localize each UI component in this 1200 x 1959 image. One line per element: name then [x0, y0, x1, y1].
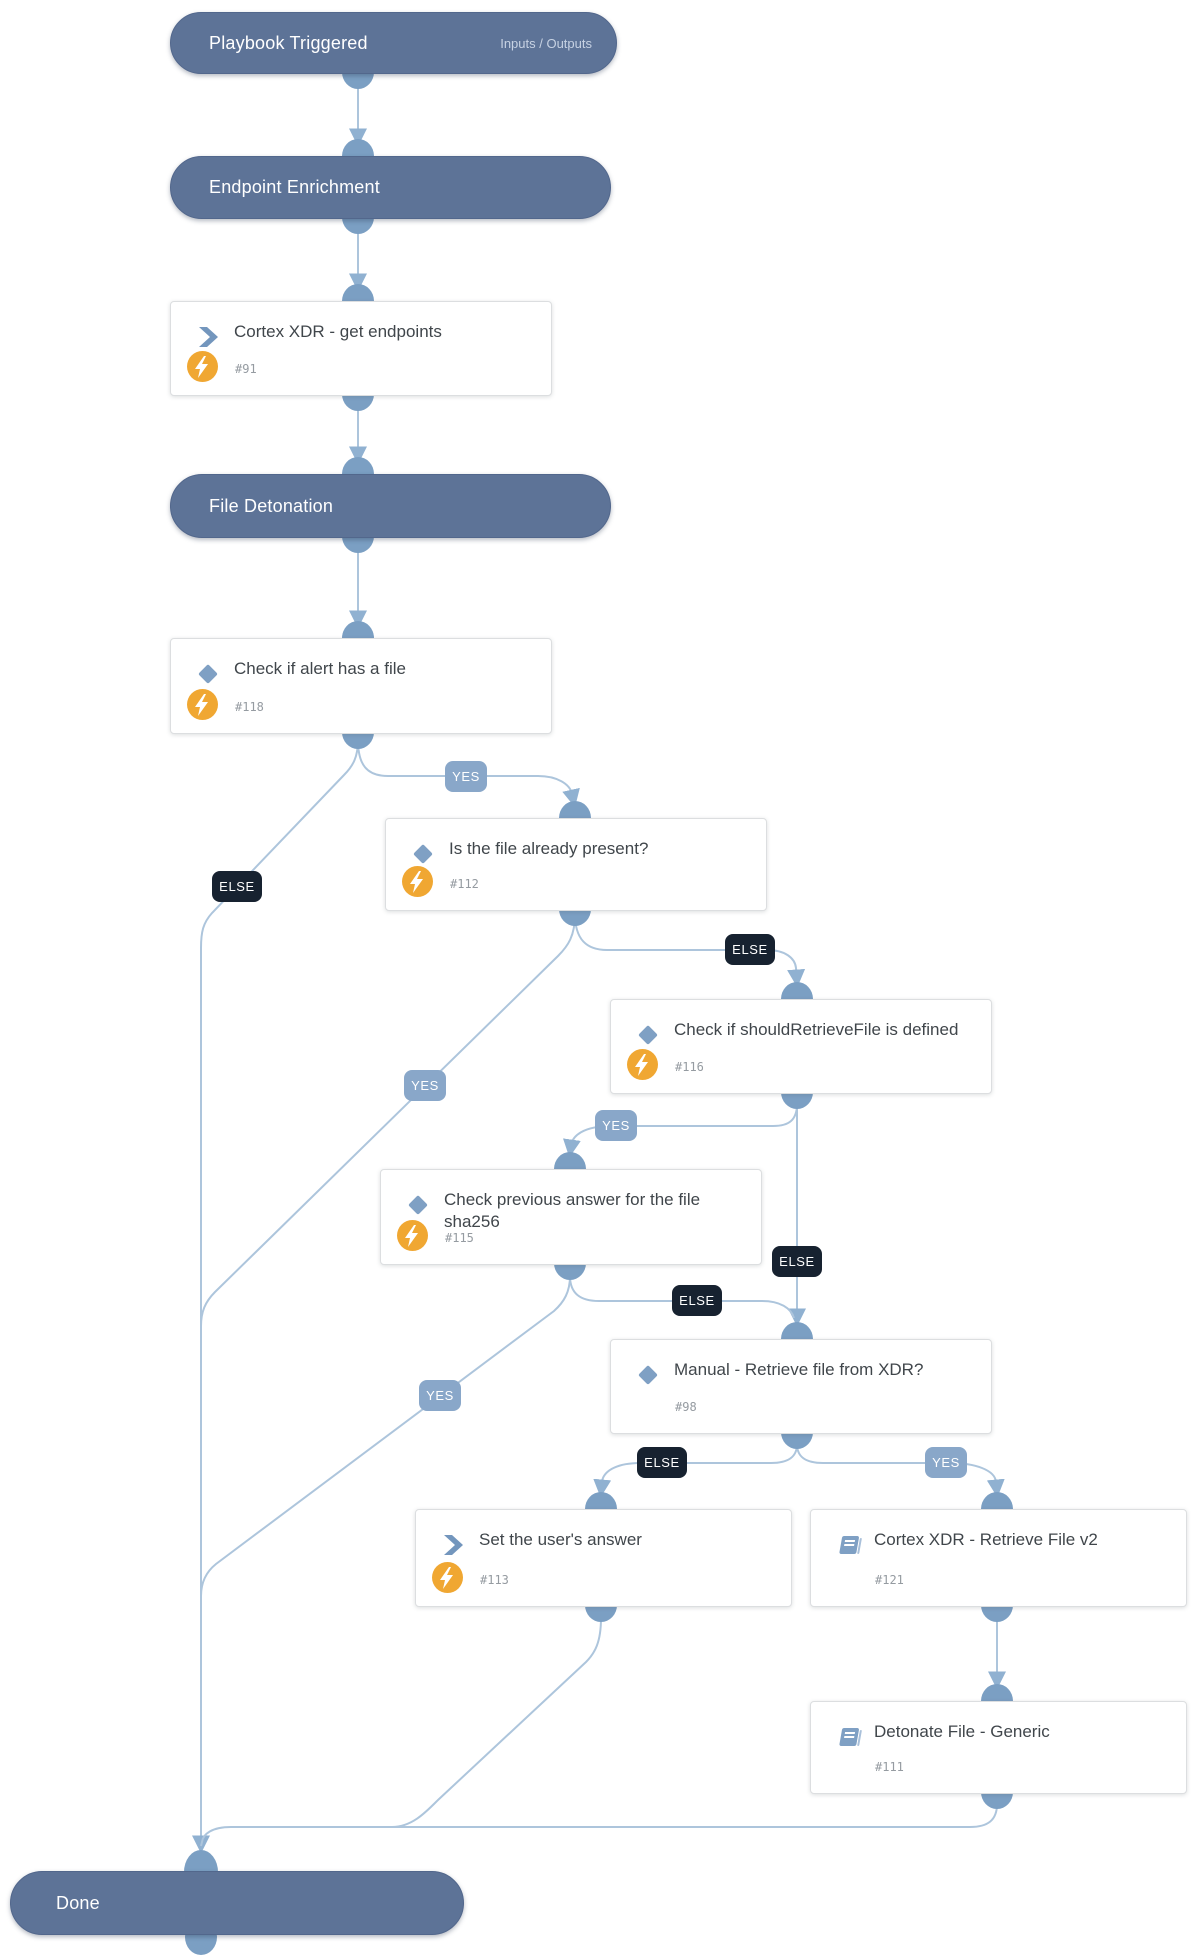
- task-title: Check if alert has a file: [234, 659, 406, 678]
- section-title: File Detonation: [209, 495, 334, 516]
- edge-98-else-to-113: [593, 1443, 798, 1498]
- task-title: Manual - Retrieve file from XDR?: [674, 1360, 924, 1379]
- task-title: Detonate File - Generic: [874, 1722, 1050, 1741]
- section-title: Endpoint Enrichment: [209, 177, 380, 197]
- task-title: Check previous answer for the file sha25…: [444, 1190, 701, 1232]
- edge-118-yes-to-112: [357, 739, 580, 808]
- task-id: #118: [235, 700, 264, 714]
- branch-label-yes-from-98: YES: [925, 1447, 967, 1478]
- task-title: Check if shouldRetrieveFile is defined: [674, 1020, 959, 1039]
- task-title: Cortex XDR - Retrieve File v2: [874, 1530, 1098, 1549]
- section-file-detonation[interactable]: File Detonation: [170, 474, 611, 538]
- task-id: #112: [450, 877, 479, 891]
- diamond-icon: [635, 1022, 661, 1048]
- branch-label-else-from-118: ELSE: [212, 871, 262, 902]
- condition-is-the-file-already-present[interactable]: Is the file already present? #112: [385, 818, 767, 911]
- task-title: Is the file already present?: [449, 839, 649, 858]
- edge-113-out-to-done: [370, 1617, 602, 1828]
- automation-icon: [432, 1562, 463, 1593]
- subplaybook-detonate-file-generic[interactable]: Detonate File - Generic #111: [810, 1701, 1187, 1794]
- task-id: #111: [875, 1760, 904, 1774]
- automation-icon: [397, 1220, 428, 1251]
- task-id: #113: [480, 1573, 509, 1587]
- branch-label-else-from-98: ELSE: [637, 1447, 687, 1478]
- condition-manual-retrieve-file-from-xdr[interactable]: Manual - Retrieve file from XDR? #98: [610, 1339, 992, 1434]
- diamond-icon: [410, 841, 436, 867]
- branch-label-yes-from-112: YES: [404, 1070, 446, 1101]
- task-title: Set the user's answer: [479, 1530, 642, 1549]
- chevron-icon: [440, 1532, 466, 1558]
- section-title: Done: [56, 1892, 100, 1913]
- edge-111-out-to-done: [200, 1803, 998, 1847]
- automation-icon: [402, 866, 433, 897]
- task-id: #116: [675, 1060, 704, 1074]
- section-endpoint-enrichment[interactable]: Endpoint Enrichment: [170, 156, 611, 219]
- edge-112-yes-to-done: [200, 913, 576, 1327]
- condition-check-if-shouldretrievefile-is-defined[interactable]: Check if shouldRetrieveFile is defined #…: [610, 999, 992, 1094]
- diamond-icon: [635, 1362, 661, 1388]
- branch-label-else-from-115: ELSE: [672, 1285, 722, 1316]
- book-icon: [835, 1532, 862, 1558]
- automation-icon: [187, 351, 218, 382]
- section-done[interactable]: Done: [10, 1871, 464, 1935]
- condition-check-if-alert-has-a-file[interactable]: Check if alert has a file #118: [170, 638, 552, 734]
- branch-label-yes-from-118: YES: [445, 761, 487, 792]
- condition-check-previous-answer-for-the-file-sha256[interactable]: Check previous answer for the file sha25…: [380, 1169, 762, 1265]
- branch-label-else-from-112: ELSE: [725, 934, 775, 965]
- automation-icon: [627, 1049, 658, 1080]
- edge-98-yes-to-121: [796, 1443, 1005, 1498]
- branch-label-yes-from-116: YES: [595, 1110, 637, 1141]
- task-title: Cortex XDR - get endpoints: [234, 322, 442, 341]
- diamond-icon: [405, 1192, 431, 1218]
- edge-115-yes-to-done: [200, 1275, 571, 1597]
- diamond-icon: [195, 661, 221, 687]
- branch-label-else-from-116: ELSE: [772, 1246, 822, 1277]
- task-id: #121: [875, 1573, 904, 1587]
- chevron-icon: [195, 324, 221, 350]
- book-icon: [835, 1724, 862, 1750]
- section-playbook-triggered[interactable]: Playbook Triggered Inputs / Outputs: [170, 12, 617, 74]
- edge-118-else-to-done: [192, 739, 359, 1854]
- section-title: Playbook Triggered: [209, 32, 368, 53]
- subplaybook-cortex-xdr-retrieve-file-v2[interactable]: Cortex XDR - Retrieve File v2 #121: [810, 1509, 1187, 1607]
- task-id: #115: [445, 1231, 474, 1245]
- task-id: #98: [675, 1400, 697, 1414]
- task-set-the-users-answer[interactable]: Set the user's answer #113: [415, 1509, 792, 1607]
- task-id: #91: [235, 362, 257, 376]
- inputs-outputs-link[interactable]: Inputs / Outputs: [500, 35, 592, 51]
- automation-icon: [187, 689, 218, 720]
- task-cortex-xdr-get-endpoints[interactable]: Cortex XDR - get endpoints #91: [170, 301, 552, 396]
- branch-label-yes-from-115: YES: [419, 1380, 461, 1411]
